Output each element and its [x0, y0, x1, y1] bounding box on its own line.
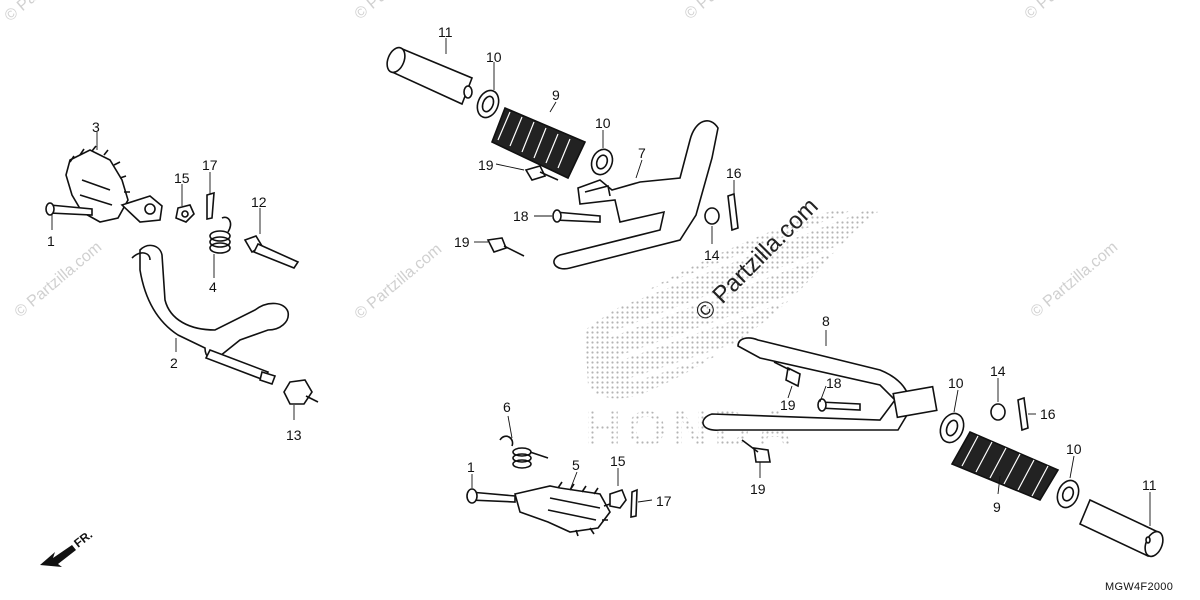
- callout-16: 16: [1040, 406, 1056, 422]
- callout-9: 9: [993, 499, 1001, 515]
- peg-bracket-8: [702, 337, 911, 431]
- nut-14a: [704, 207, 720, 225]
- watermark: © Partzilla.com: [12, 239, 106, 321]
- diagram-code: MGW4F2000: [1105, 581, 1173, 593]
- footpeg-5: [514, 485, 611, 533]
- callout-19: 19: [780, 397, 796, 413]
- front-direction-label: FR.: [71, 527, 95, 550]
- callout-10: 10: [595, 115, 611, 131]
- callout-11: 11: [438, 24, 453, 40]
- callout-3: 3: [92, 119, 100, 135]
- callout-8: 8: [822, 313, 830, 329]
- bolt-19a: [524, 165, 547, 181]
- front-direction-arrow: FR.: [40, 527, 95, 567]
- callout-11: 11: [1142, 477, 1157, 493]
- callout-19: 19: [478, 157, 494, 173]
- callout-19: 19: [454, 234, 470, 250]
- washer-15b: [609, 489, 627, 509]
- callout-15: 15: [174, 170, 190, 186]
- peg-bracket-7: [553, 120, 719, 270]
- callout-13: 13: [286, 427, 302, 443]
- callout-5: 5: [572, 457, 580, 473]
- brake-pedal-assembly: [45, 145, 319, 405]
- nut-14b: [990, 403, 1006, 421]
- cotter-pin-16b: [1017, 396, 1029, 432]
- callout-7: 7: [638, 145, 646, 161]
- callout-12: 12: [251, 194, 267, 210]
- brake-pedal-2: [139, 244, 290, 360]
- callout-17: 17: [202, 157, 218, 173]
- callout-10: 10: [948, 375, 964, 391]
- callout-18: 18: [513, 208, 529, 224]
- watermark: © Partzilla.com: [682, 0, 776, 23]
- callout-10: 10: [486, 49, 502, 65]
- callout-9: 9: [552, 87, 560, 103]
- return-spring-4: [209, 216, 232, 254]
- callout-18: 18: [826, 375, 842, 391]
- cotter-pin-17: [206, 191, 215, 220]
- callout-1: 1: [47, 233, 55, 249]
- callout-2: 2: [170, 355, 178, 371]
- callout-17: 17: [656, 493, 672, 509]
- bolt-19c: [785, 366, 801, 388]
- watermark: © Partzilla.com: [1022, 0, 1116, 23]
- callout-labels: 1 2 3 4 12 13 15 17 11 10 9 10 7 19 18 1…: [47, 24, 1157, 515]
- right-footpeg-assembly: [702, 337, 1164, 558]
- bolt-12: [243, 235, 300, 269]
- watermark: © Partzilla.com: [352, 241, 446, 323]
- cotter-pin-16a: [727, 192, 739, 232]
- callout-19: 19: [750, 481, 766, 497]
- nut-13: [283, 379, 313, 405]
- callout-16: 16: [726, 165, 742, 181]
- watermark: © Partzilla.com: [1028, 239, 1122, 321]
- callout-14: 14: [990, 363, 1006, 379]
- return-spring-6: [499, 435, 549, 469]
- watermark: © Partzilla.com: [2, 0, 96, 25]
- callout-1: 1: [467, 459, 475, 475]
- callout-4: 4: [209, 279, 217, 295]
- callout-6: 6: [503, 399, 511, 415]
- callout-10: 10: [1066, 441, 1082, 457]
- peg-rubber-9: [490, 106, 587, 180]
- callout-14: 14: [704, 247, 720, 263]
- callout-15: 15: [610, 453, 626, 469]
- peg-rubber-9b: [950, 430, 1060, 502]
- bolt-19b: [486, 237, 508, 253]
- bottom-footpeg-assembly: [466, 435, 638, 537]
- leader-lines: [51, 38, 1151, 526]
- top-footpeg-assembly: [386, 46, 739, 270]
- cotter-pin-17b: [630, 488, 638, 518]
- watermark: © Partzilla.com: [352, 0, 446, 23]
